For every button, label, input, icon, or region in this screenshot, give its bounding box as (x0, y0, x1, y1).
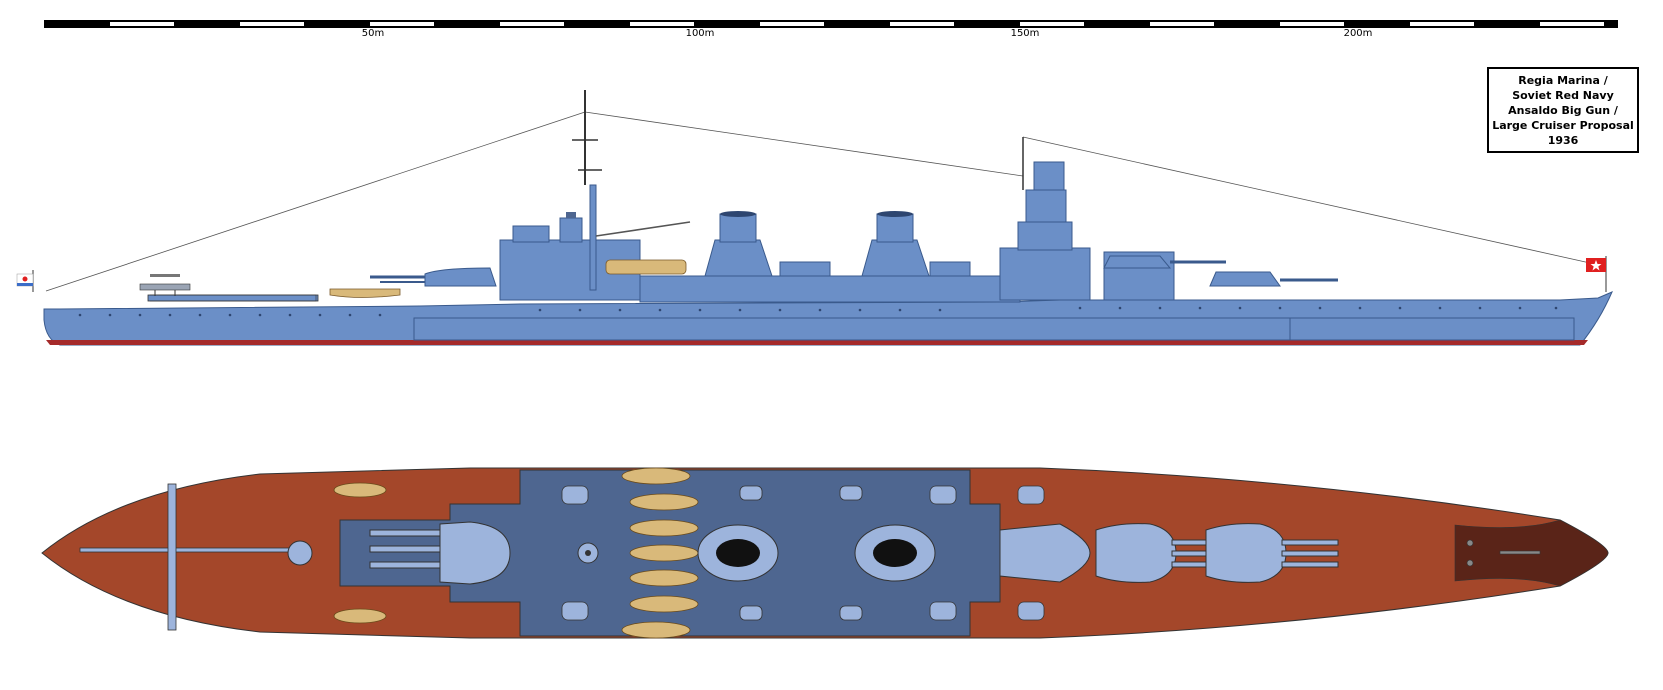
armour-belt (413, 317, 1575, 341)
rigging-wires (45, 111, 1591, 292)
jack-flag-star-icon (1586, 256, 1607, 292)
crane-base-plan (287, 540, 313, 566)
bridge-plan (999, 523, 1091, 583)
main-turret-a-plan (1205, 523, 1339, 583)
naval-ensign-icon (16, 270, 34, 292)
aft-superstructure (499, 212, 641, 301)
scale-label-150m: 150m (1010, 28, 1040, 39)
catapult (147, 294, 319, 302)
portholes (78, 306, 1558, 317)
scale-label-50m: 50m (361, 28, 385, 39)
funnel-aft-plan (697, 524, 779, 582)
title-line-3: Ansaldo Big Gun / (1508, 103, 1618, 117)
boot-top (46, 340, 1588, 345)
funnel-forward (861, 211, 930, 277)
crane-boom (595, 221, 691, 237)
midship-deckhouse (639, 275, 1021, 303)
side-profile-view (16, 90, 1613, 346)
ships-boats-plan (333, 467, 699, 639)
secondary-mounts-plan (561, 485, 1045, 621)
main-turret-aft (370, 267, 497, 287)
title-line-5: 1936 (1547, 133, 1579, 147)
title-line-2: Soviet Red Navy (1512, 88, 1614, 102)
title-line-1: Regia Marina / (1518, 73, 1608, 87)
secondary-mount-mid (779, 261, 831, 277)
ships-boat-aft (329, 288, 401, 298)
scale-label-200m: 200m (1343, 28, 1373, 39)
bridge-tower (999, 137, 1091, 301)
secondary-mount-fwd (929, 261, 971, 277)
funnel-forward-plan (854, 524, 936, 582)
main-turret-a (1209, 271, 1338, 287)
title-line-4: Large Cruiser Proposal (1492, 118, 1634, 132)
ships-boat-midship (605, 259, 687, 275)
main-turret-b-plan (1095, 523, 1229, 583)
funnel-aft (704, 211, 773, 277)
main-turret-aft-plan (369, 521, 511, 585)
mainmast (572, 90, 602, 291)
main-turret-b (1103, 251, 1226, 301)
scale-bar (44, 20, 1618, 28)
floatplane (139, 274, 191, 296)
plan-view (41, 467, 1609, 639)
anchor-gear-plan (1466, 539, 1541, 567)
scale-label-100m: 100m (685, 28, 715, 39)
title-block: Regia Marina / Soviet Red Navy Ansaldo B… (1487, 67, 1639, 153)
